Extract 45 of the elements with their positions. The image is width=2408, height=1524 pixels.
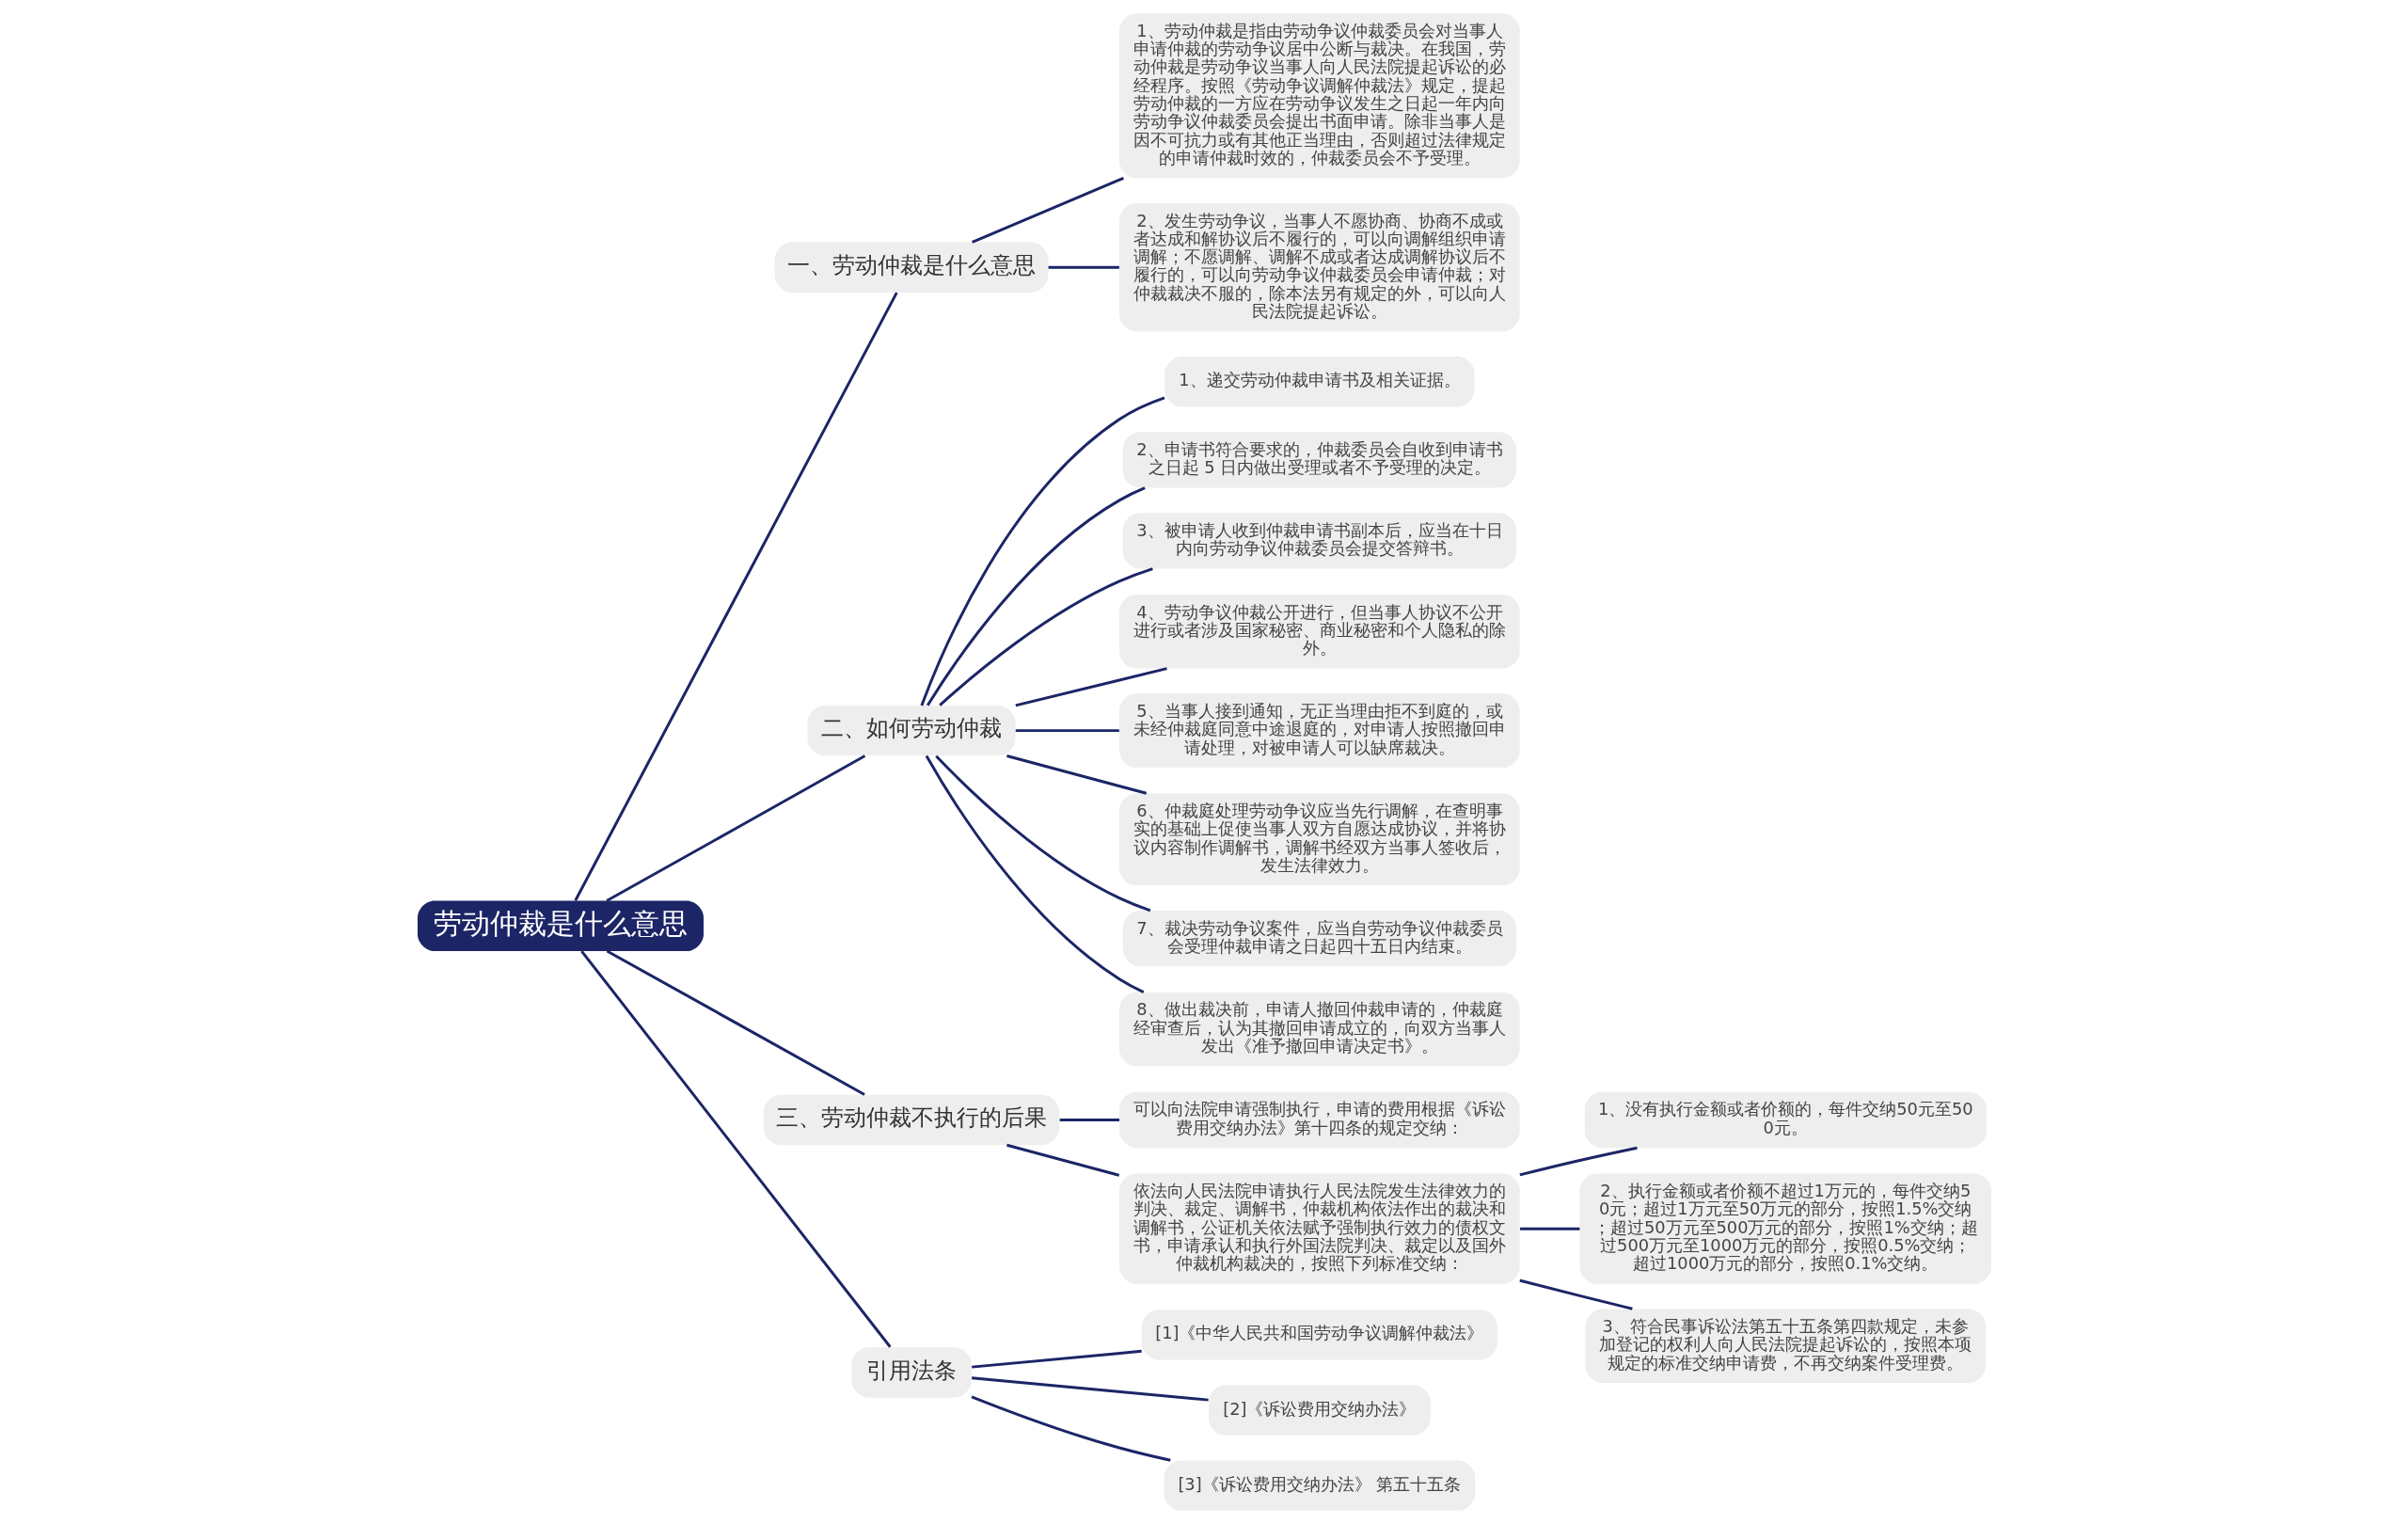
connector <box>1059 1118 1119 1121</box>
node-box: 引用法条 <box>850 1347 972 1398</box>
node-box: [1]《中华人民共和国劳动争议调解仲裁法》 <box>1141 1310 1497 1360</box>
connector <box>1519 1227 1579 1230</box>
node-box: 三、劳动仲裁不执行的后果 <box>763 1094 1059 1146</box>
connector <box>1006 1143 1119 1177</box>
connector <box>1014 667 1167 707</box>
node-box: [2]《诉讼费用交纳办法》 <box>1208 1385 1431 1436</box>
node-box: 3、被申请人收到仲裁申请书副本后，应当在十日内向劳动争议仲裁委员会提交答辩书。 <box>1122 513 1516 569</box>
connector <box>925 754 1144 993</box>
connector <box>1015 729 1119 733</box>
connector <box>1048 265 1119 269</box>
node-box: 劳动仲裁是什么意思 <box>417 900 704 951</box>
node-box: 6、仲裁庭处理劳动争议应当先行调解，在查明事实的基础上促使当事人双方自愿达成协议，并将协议内容制作调解书，调解书经双方当事人签收后，发生法律效力。 <box>1118 793 1520 886</box>
node-box: 2、执行金额或者价额不超过1万元的，每件交纳50元；超过1万元至50万元的部分，按照1.5%交纳；超过50万元至500万元的部分，按照1%交纳；超过500万元至1000万元的部分，按照0.5%交纳；超过1000万元的部分，按照0.1%交纳。 <box>1579 1173 1991 1284</box>
node-box: 2、发生劳动争议，当事人不愿协商、协商不成或者达成和解协议后不履行的，可以向调解组织申请调解；不愿调解、调解不成或者达成调解协议后不履行的，可以向劳动争议仲裁委员会申请仲裁；对仲裁裁决不服的，除本法另有规定的外，可以向人民法院提起诉讼。 <box>1118 202 1520 332</box>
connector <box>970 1395 1171 1462</box>
connector <box>605 754 865 902</box>
connector <box>579 950 892 1348</box>
connector <box>1006 754 1147 795</box>
connector <box>919 396 1164 706</box>
node-box: 1、没有执行金额或者价额的，每件交纳50元至500元。 <box>1584 1091 1987 1149</box>
node-box: 一、劳动仲裁是什么意思 <box>774 242 1048 293</box>
node-box: 2、申请书符合要求的，仲裁委员会自收到申请书之日起 5 日内做出受理或者不予受理的决定。 <box>1122 432 1516 488</box>
node-box: 8、做出裁决前，申请人撤回仲裁申请的，仲裁庭经审查后，认为其撤回申请成立的，向双方当事人发出《准予撤回申请决定书》。 <box>1118 992 1520 1067</box>
connector <box>573 292 898 901</box>
connector <box>1518 1278 1633 1310</box>
connector <box>938 567 1153 706</box>
node-box: 依法向人民法院申请执行人民法院发生法律效力的判决、裁定、调解书，仲裁机构依法作出的裁决和调解书，公证机关依法赋予强制执行效力的债权文书，申请承认和执行外国法院判决、裁定以及国外仲裁机构裁决的，按照下列标准交纳： <box>1118 1173 1520 1284</box>
node-box: 可以向法院申请强制执行，申请的费用根据《诉讼费用交纳办法》第十四条的规定交纳： <box>1118 1091 1520 1149</box>
node-box: 7、裁决劳动争议案件，应当自劳动争议仲裁委员会受理仲裁申请之日起四十五日内结束。 <box>1122 910 1516 967</box>
connector <box>606 949 865 1096</box>
node-box: 1、递交劳动仲裁申请书及相关证据。 <box>1164 357 1474 407</box>
node-box: 二、如何劳动仲裁 <box>807 705 1015 756</box>
node-box: 5、当事人接到通知，无正当理由拒不到庭的，或未经仲裁庭同意中途退庭的，对申请人按照撤回申请处理，对被申请人可以缺席裁决。 <box>1118 693 1520 768</box>
connector <box>1518 1146 1638 1177</box>
connector <box>934 754 1150 913</box>
connector <box>971 177 1124 244</box>
node-box: 1、劳动仲裁是指由劳动争议仲裁委员会对当事人申请仲裁的劳动争议居中公断与裁决。在我国，劳动仲裁是劳动争议当事人向人民法院提起诉讼的必经程序。按照《劳动争议调解仲裁法》规定，提起劳动仲裁的一方应在劳动争议发生之日起一年内向劳动争议仲裁委员会提出书面申请。除非当事人是因不可抗力或有其他正当理由，否则超过法律规定的申请仲裁时效的，仲裁委员会不予受理。 <box>1118 13 1520 179</box>
connector <box>926 486 1146 706</box>
connector <box>971 1349 1142 1369</box>
node-box: 4、劳动争议仲裁公开进行，但当事人协议不公开进行或者涉及国家秘密、商业秘密和个人隐私的除外。 <box>1118 595 1520 669</box>
connector <box>971 1376 1209 1402</box>
node-box: [3]《诉讼费用交纳办法》 第五十五条 <box>1164 1460 1475 1511</box>
node-box: 3、符合民事诉讼法第五十五条第四款规定，未参加登记的权利人向人民法院提起诉讼的，按照本项规定的标准交纳申请费，不再交纳案件受理费。 <box>1584 1309 1986 1384</box>
